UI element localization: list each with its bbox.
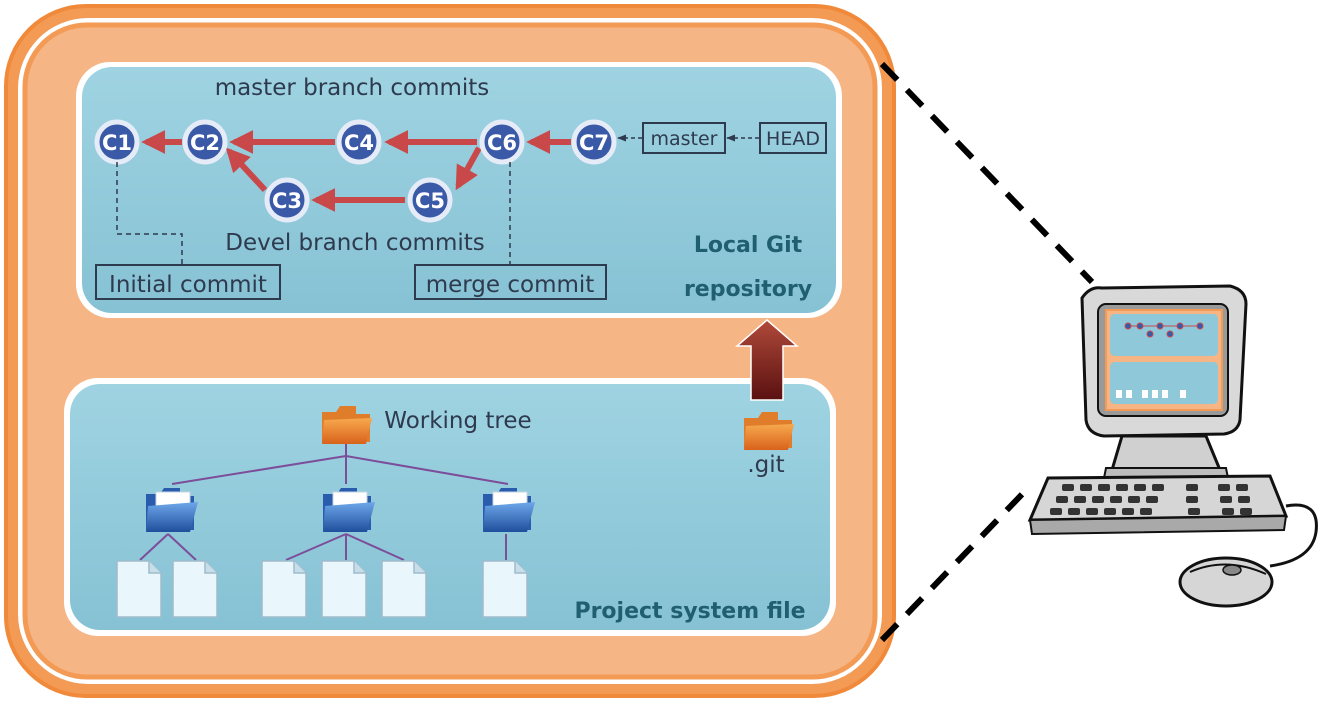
screen-mini-files xyxy=(1116,390,1186,398)
filesystem-panel xyxy=(64,378,836,636)
commit-label: C4 xyxy=(344,131,374,155)
files xyxy=(116,560,528,618)
merge-commit-box: merge commit xyxy=(414,264,607,300)
file-icon xyxy=(261,560,307,618)
folder-icon xyxy=(323,488,375,532)
devel-branch-label: Devel branch commits xyxy=(225,230,485,256)
master-pointer: master xyxy=(642,122,726,154)
file-icon xyxy=(172,560,218,618)
subfolder-2 xyxy=(323,488,375,532)
commit-label: C3 xyxy=(272,189,302,213)
commit-c7: C7 xyxy=(571,119,617,165)
commit-label: C1 xyxy=(102,131,132,155)
head-pointer: HEAD xyxy=(759,122,827,154)
merge-commit-label: merge commit xyxy=(426,272,595,298)
subfolder-1 xyxy=(146,488,198,532)
commit-c4: C4 xyxy=(336,119,382,165)
file-icon xyxy=(116,560,162,618)
commit-label: C6 xyxy=(487,131,517,155)
keyboard-icon xyxy=(1027,474,1289,536)
folder-icon xyxy=(146,488,198,532)
repository-title-line2: repository xyxy=(684,277,812,302)
filesystem-title: Project system file xyxy=(574,599,805,624)
working-tree-root: Working tree xyxy=(322,406,532,444)
file-icon xyxy=(482,560,528,618)
commit-c6: C6 xyxy=(479,119,525,165)
mouse-icon xyxy=(1178,503,1318,608)
commit-annotation-connectors xyxy=(116,162,511,264)
commit-c3: C3 xyxy=(264,177,310,223)
computer-icon xyxy=(1080,284,1248,479)
folder-icon xyxy=(322,406,372,444)
commit-edges xyxy=(141,130,571,212)
master-branch-label: master branch commits xyxy=(215,75,490,101)
commit-c5: C5 xyxy=(407,177,453,223)
initial-commit-label: Initial commit xyxy=(109,272,267,298)
file-icon xyxy=(381,560,427,618)
master-pointer-label: master xyxy=(650,128,717,150)
zoom-lines xyxy=(879,61,1095,643)
folder-icon xyxy=(744,412,794,450)
head-pointer-label: HEAD xyxy=(766,128,820,150)
commit-c2: C2 xyxy=(182,119,228,165)
screen-mini-commits xyxy=(1124,322,1204,338)
push-arrow xyxy=(734,319,800,401)
commit-c1: C1 xyxy=(94,119,140,165)
git-folder: .git xyxy=(744,412,794,478)
initial-commit-box: Initial commit xyxy=(95,264,281,300)
commit-label: C7 xyxy=(579,131,609,155)
commit-label: C2 xyxy=(190,131,220,155)
tree-lines xyxy=(139,444,509,561)
folder-icon xyxy=(483,488,535,532)
subfolder-3 xyxy=(483,488,535,532)
file-icon xyxy=(321,560,367,618)
commit-label: C5 xyxy=(415,189,445,213)
git-folder-label: .git xyxy=(747,452,784,478)
working-tree-label: Working tree xyxy=(384,408,531,434)
repository-title-line1: Local Git xyxy=(694,233,803,258)
